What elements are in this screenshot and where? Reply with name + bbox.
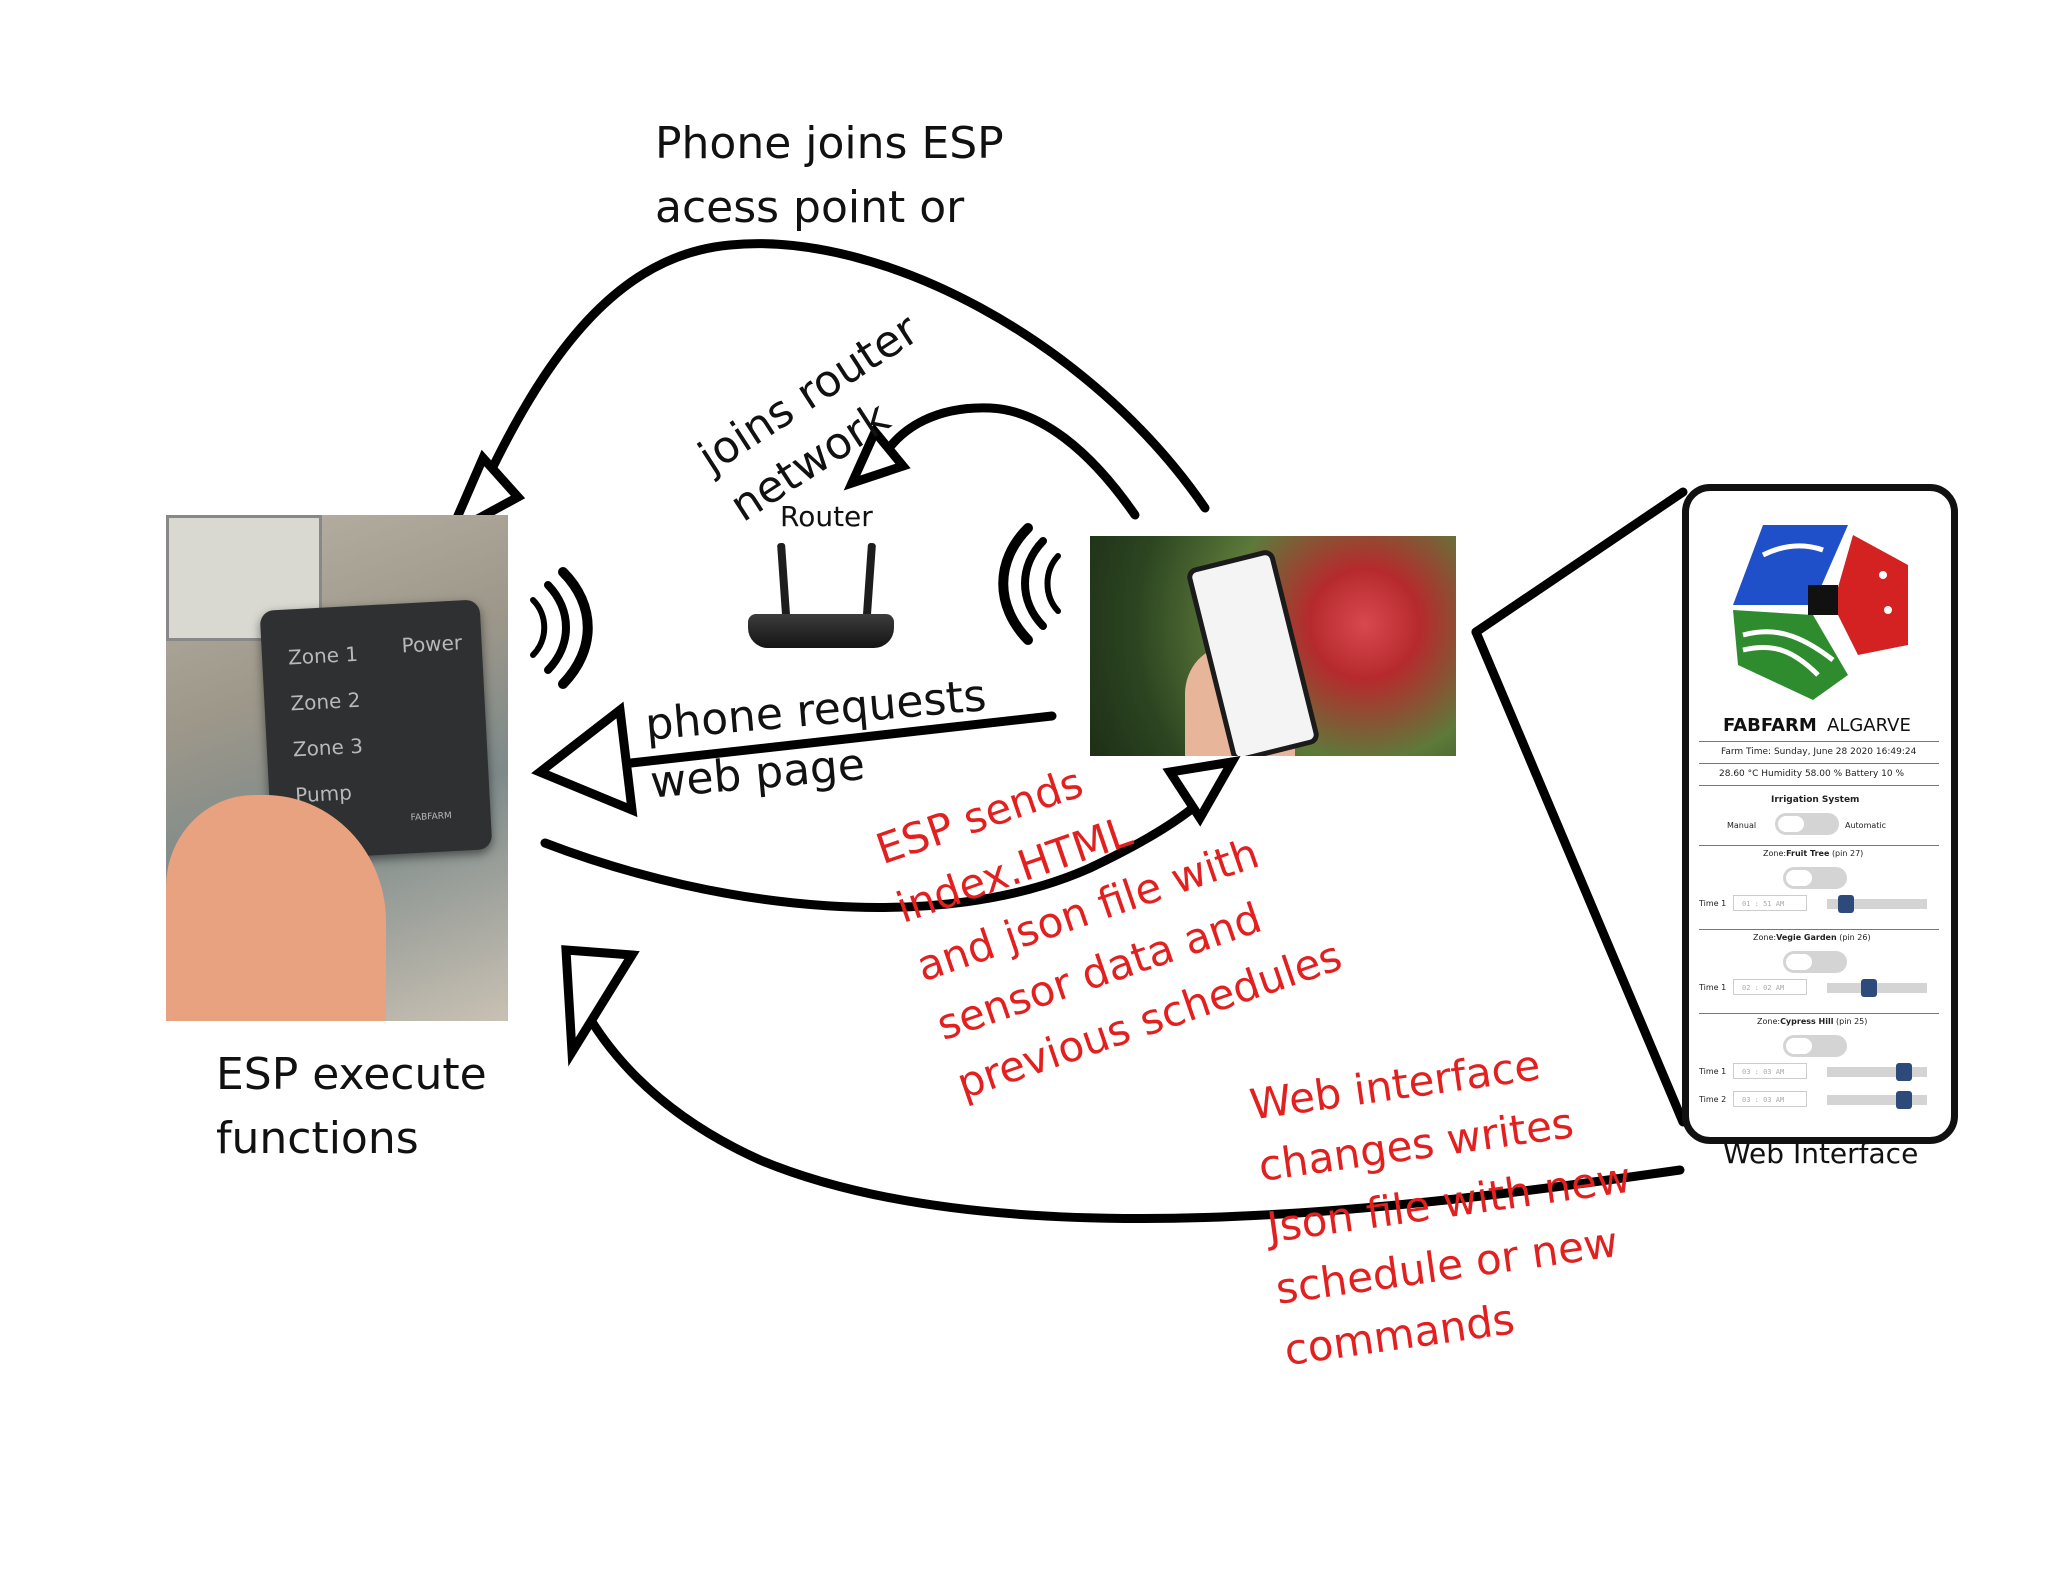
slider-knob[interactable] [1895,1063,1912,1081]
time-slider[interactable] [1827,983,1927,993]
divider [1699,763,1939,764]
slider-knob[interactable] [1860,979,1877,997]
slider-knob[interactable] [1837,895,1854,913]
time-label: Time 2 [1699,1095,1727,1104]
mode-automatic: Automatic [1845,821,1887,830]
callout-line-bottom [1471,627,1688,1127]
web-interface-panel: FABFARM ALGARVE Farm Time: Sunday, June … [1682,484,1958,1144]
time-input[interactable]: 03 : 03 AM [1733,1091,1807,1107]
zone-toggle[interactable] [1783,1035,1847,1057]
logo-red-segment [1833,535,1908,655]
time-input[interactable]: 03 : 03 AM [1733,1063,1807,1079]
mode-manual: Manual [1727,821,1757,830]
router-label: Router [780,500,873,533]
arc-phone-joins-esp [470,239,1210,513]
divider [1699,741,1939,742]
arrowhead-phone-requests [531,701,638,818]
mode-toggle[interactable] [1775,813,1839,835]
web-changes-label: Web interface changes writes Json file w… [1246,1040,1634,1376]
zone-prefix: Zone: [1757,1017,1781,1026]
fabfarm-logo [1733,525,1908,700]
power-label: Power [400,630,463,658]
wifi-phone-wave-3 [998,523,1033,645]
wifi-esp-wave-2 [544,581,570,674]
zone-toggle[interactable] [1783,951,1847,973]
callout-line-top [1471,487,1688,637]
sensor-readings: 28.60 °C Humidity 58.00 % Battery 10 % [1719,769,1905,779]
arc-esp-sends [540,770,1227,912]
logo-chip [1808,585,1838,615]
zone-pin: (pin 26) [1839,933,1871,942]
irrigation-title: Irrigation System [1771,795,1860,805]
wifi-esp-wave-3 [558,567,593,689]
time-slider[interactable] [1827,899,1927,909]
phone-photo [1090,536,1456,756]
zone-heading: Zone:Vegie Garden (pin 26) [1753,933,1871,942]
zone-prefix: Zone: [1753,933,1777,942]
divider [1699,929,1939,930]
time-label: Time 1 [1699,1067,1727,1076]
zone-toggle[interactable] [1783,867,1847,889]
arc-web-changes [565,975,1685,1223]
hand [166,795,386,1021]
zone-1-label: Zone 1 [287,641,359,670]
zone-3-label: Zone 3 [292,733,364,762]
divider [1699,845,1939,846]
time-slider[interactable] [1827,1067,1927,1077]
panel-brand: FABFARM [1723,715,1817,736]
farm-time: Farm Time: Sunday, June 28 2020 16:49:24 [1721,747,1917,757]
time-input[interactable]: 02 : 02 AM [1733,979,1807,995]
router-icon [748,614,894,648]
slider-knob[interactable] [1895,1091,1912,1109]
wifi-esp-wave-1 [530,597,548,658]
arrowhead-router [843,423,911,491]
wifi-phone-wave-1 [1044,553,1061,614]
arrow-phone-requests [590,711,1057,772]
divider [1699,1013,1939,1014]
arrowhead-web-changes [561,945,640,1067]
zone-pin: (pin 25) [1836,1017,1868,1026]
time-input[interactable]: 01 : 51 AM [1733,895,1807,911]
oscilloscope [166,515,322,641]
zone-name: Fruit Tree [1786,849,1830,858]
time-label: Time 1 [1699,899,1727,908]
esp-execute-label: ESP execute functions [216,1049,487,1164]
zone-heading: Zone:Cypress Hill (pin 25) [1757,1017,1867,1026]
zone-pin: (pin 27) [1831,849,1864,858]
wifi-phone-wave-2 [1021,537,1047,630]
time-slider[interactable] [1827,1095,1927,1105]
panel-brand-suffix: ALGARVE [1827,715,1911,736]
zone-name: Vegie Garden [1776,933,1837,942]
phone-joins-label: Phone joins ESP acess point or [655,118,1004,233]
arc-joins-router [875,403,1140,520]
zone-heading: Zone:Fruit Tree (pin 27) [1763,849,1863,858]
zone-name: Cypress Hill [1780,1017,1834,1026]
zone-2-label: Zone 2 [289,687,362,716]
fabfarm-engraving: FABFARM [410,811,453,824]
arrowhead-esp-sends [1162,756,1241,827]
time-label: Time 1 [1699,983,1727,992]
zone-prefix: Zone: [1763,849,1787,858]
divider [1699,785,1939,786]
esp-device-photo: Zone 1 Zone 2 Zone 3 Pump Power FABFARM [166,515,508,1021]
